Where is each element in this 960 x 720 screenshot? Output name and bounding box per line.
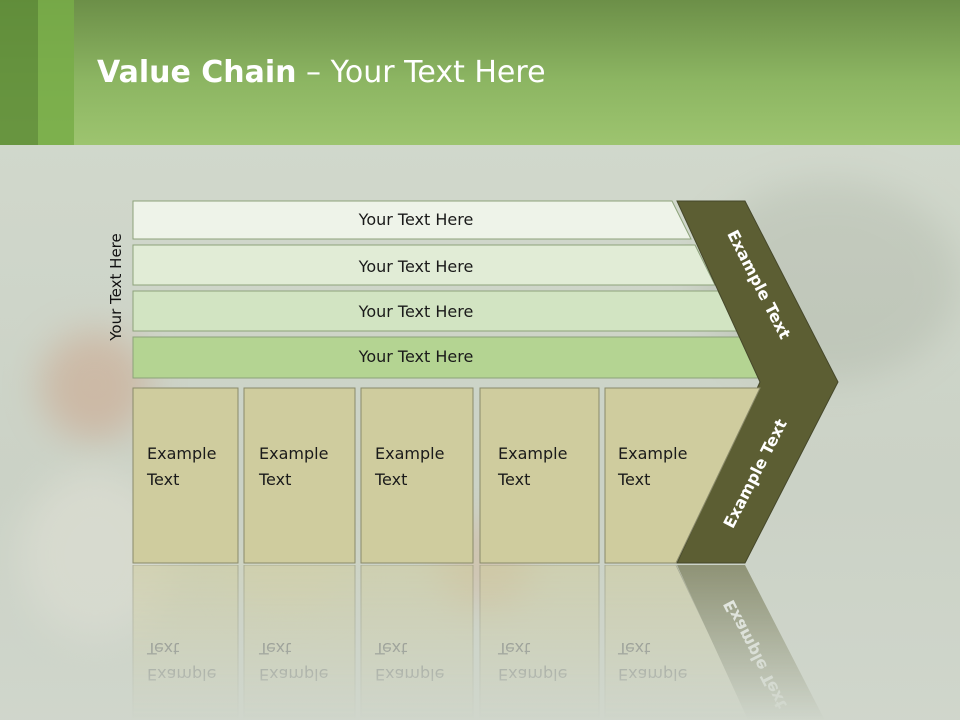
activity-box-2-line1: Example xyxy=(259,444,328,463)
slide-title: Value Chain – Your Text Here xyxy=(97,55,546,90)
reflection-box-2-line2: Text xyxy=(258,639,291,658)
side-label: Your Text Here xyxy=(107,233,125,341)
reflection-box-5 xyxy=(604,564,751,720)
header-accent-light xyxy=(38,0,74,145)
activity-box-5-line2: Text xyxy=(617,470,650,489)
activity-box-4: Example Text xyxy=(479,387,600,564)
activity-box-1-shape xyxy=(132,387,239,564)
row-4-label: Your Text Here xyxy=(358,347,474,366)
reflection-chevron xyxy=(677,565,825,720)
chevron-arrow xyxy=(676,200,839,564)
row-1-label: Your Text Here xyxy=(358,210,474,229)
activity-box-4-shape xyxy=(479,387,600,564)
reflection-box-2 xyxy=(243,564,356,720)
header-bar: Value Chain – Your Text Here xyxy=(0,0,960,145)
row-2-label: Your Text Here xyxy=(358,257,474,276)
activity-box-5-shape xyxy=(604,387,761,564)
activity-box-3-line1: Example xyxy=(375,444,444,463)
activity-box-4-line1: Example xyxy=(498,444,567,463)
reflection-box-4 xyxy=(479,564,600,720)
activity-box-2-shape xyxy=(243,387,356,564)
reflection: Example Text Example Text Example Text E… xyxy=(132,564,825,720)
row-2: Your Text Here xyxy=(132,244,716,286)
activity-box-1-line2: Text xyxy=(146,470,179,489)
reflection-box-4-line2: Text xyxy=(497,639,530,658)
row-4: Your Text Here xyxy=(132,336,763,379)
title-bold: Value Chain xyxy=(97,55,297,90)
title-rest: – Your Text Here xyxy=(296,55,546,90)
reflection-box-5-line2: Text xyxy=(617,639,650,658)
activity-box-2: Example Text xyxy=(243,387,356,564)
reflection-box-1-line2: Text xyxy=(146,639,179,658)
row-3: Your Text Here xyxy=(132,290,739,332)
reflection-box-3 xyxy=(360,564,474,720)
reflection-box-1-line1: Example xyxy=(147,665,216,684)
activity-box-2-line2: Text xyxy=(258,470,291,489)
activity-box-5: Example Text xyxy=(604,387,761,564)
activity-box-4-line2: Text xyxy=(497,470,530,489)
reflection-box-1 xyxy=(132,564,239,720)
reflection-box-4-line1: Example xyxy=(498,665,567,684)
activity-box-1: Example Text xyxy=(132,387,239,564)
activity-box-5-line1: Example xyxy=(618,444,687,463)
reflection-box-2-line1: Example xyxy=(259,665,328,684)
row-3-label: Your Text Here xyxy=(358,302,474,321)
activity-box-3: Example Text xyxy=(360,387,474,564)
header-accent-dark xyxy=(0,0,38,145)
row-1: Your Text Here xyxy=(132,200,692,240)
reflection-box-3-line2: Text xyxy=(374,639,407,658)
reflection-box-3-line1: Example xyxy=(375,665,444,684)
activity-box-3-line2: Text xyxy=(374,470,407,489)
row-1-shape xyxy=(132,200,692,240)
activity-box-3-shape xyxy=(360,387,474,564)
reflection-box-5-line1: Example xyxy=(618,665,687,684)
activity-box-1-line1: Example xyxy=(147,444,216,463)
